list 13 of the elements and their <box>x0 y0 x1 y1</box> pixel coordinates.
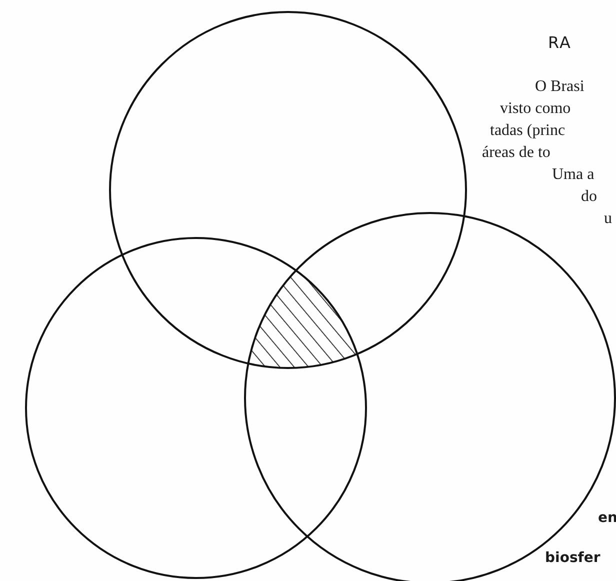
circle-set <box>109 11 467 369</box>
circle-set <box>244 212 616 581</box>
circle-set <box>25 237 367 579</box>
text-fragment: do <box>581 188 597 206</box>
text-fragment: u <box>604 210 612 228</box>
text-fragment: Uma a <box>552 166 594 184</box>
text-fragment: tadas (princ <box>490 122 566 140</box>
text-fragment: biosfer <box>545 550 600 566</box>
text-fragment: visto como <box>500 100 571 118</box>
text-fragment: O Brasi <box>535 78 584 96</box>
text-fragment: áreas de to <box>482 144 550 162</box>
heading: RA <box>548 33 572 52</box>
text-fragment: en <box>598 510 616 526</box>
